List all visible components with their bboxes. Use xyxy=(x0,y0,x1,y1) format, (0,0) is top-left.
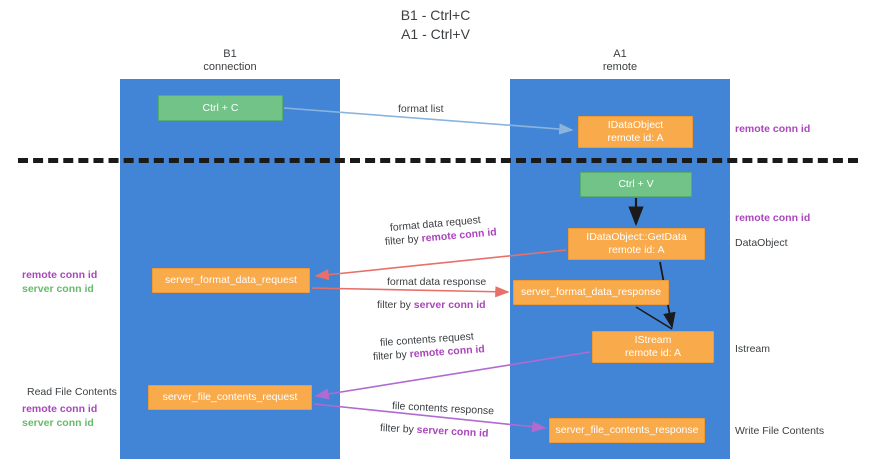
node-idataobject-title: IDataObject xyxy=(607,119,664,131)
node-getdata-remote-id: remote id: A xyxy=(608,244,665,256)
edge-label-format-data-response: format data response xyxy=(387,276,487,288)
legend-server-conn-id-1: server conn id xyxy=(22,283,94,295)
node-server-file-contents-response-label: server_file_contents_response xyxy=(555,424,699,436)
term-server-conn-id-2: server conn id xyxy=(416,423,489,440)
node-ctrl-v-label: Ctrl + V xyxy=(618,178,654,190)
annotation-write-file-contents: Write File Contents xyxy=(735,425,825,437)
filter-by-text-3: filter by xyxy=(372,348,411,363)
edge-format-data-request xyxy=(314,249,567,281)
column-header-a1: A1 remote xyxy=(602,48,638,73)
node-server-format-data-request[interactable]: server_format_data_request xyxy=(152,268,310,293)
node-server-file-contents-request-label: server_file_contents_request xyxy=(162,391,298,403)
filter-by-text-4: filter by xyxy=(379,422,418,436)
annotation-dataobject: DataObject xyxy=(735,237,788,249)
annotation-remote-conn-id-top: remote conn id xyxy=(735,123,811,135)
node-ctrl-v[interactable]: Ctrl + V xyxy=(580,172,692,197)
legend-conn-ids-middle: remote conn id server conn id xyxy=(22,268,97,296)
node-server-format-data-request-label: server_format_data_request xyxy=(165,274,297,286)
annotation-remote-conn-id-mid: remote conn id xyxy=(735,212,811,224)
legend-remote-conn-id-1: remote conn id xyxy=(22,269,98,281)
node-server-file-contents-request[interactable]: server_file_contents_request xyxy=(148,385,312,410)
edge-response-istream xyxy=(635,306,673,330)
filter-by-text-1: filter by xyxy=(384,232,423,248)
node-idataobject-remote-id: remote id: A xyxy=(607,132,664,144)
filter-by-text-2: filter by xyxy=(377,299,414,311)
node-idataobject-getdata[interactable]: IDataObject::GetData remote id: A xyxy=(568,228,705,260)
edge-format-data-response xyxy=(311,286,510,298)
legend-remote-conn-id-2: remote conn id xyxy=(22,403,98,415)
edge-file-contents-response xyxy=(313,403,547,433)
page-title: B1 - Ctrl+C A1 - Ctrl+V xyxy=(400,7,471,42)
annotation-istream: Istream xyxy=(735,343,771,355)
edge-label-format-list: format list xyxy=(398,103,444,115)
node-ctrl-c[interactable]: Ctrl + C xyxy=(158,95,283,121)
node-ctrl-c-label: Ctrl + C xyxy=(202,101,239,114)
node-server-file-contents-response[interactable]: server_file_contents_response xyxy=(549,418,705,443)
node-getdata-title: IDataObject::GetData xyxy=(586,231,687,243)
node-istream-remote-id: remote id: A xyxy=(624,347,682,359)
edge-label-filter-by-server-conn-id-1: filter by server conn id xyxy=(377,298,486,312)
phase-divider xyxy=(18,158,858,163)
term-server-conn-id-1: server conn id xyxy=(413,299,486,311)
legend-server-conn-id-2: server conn id xyxy=(22,417,94,429)
node-istream-title: IStream xyxy=(634,334,672,346)
node-server-format-data-response-label: server_format_data_response xyxy=(520,286,662,298)
node-server-format-data-response[interactable]: server_format_data_response xyxy=(513,280,669,305)
column-header-b1: B1 connection xyxy=(203,48,257,73)
node-idataobject[interactable]: IDataObject remote id: A xyxy=(578,116,693,148)
legend-conn-ids-bottom: remote conn id server conn id xyxy=(22,402,97,430)
edge-format-list xyxy=(283,107,574,135)
node-istream[interactable]: IStream remote id: A xyxy=(592,331,714,363)
annotation-read-file-contents: Read File Contents xyxy=(27,386,117,398)
edge-file-contents-request xyxy=(314,351,591,400)
